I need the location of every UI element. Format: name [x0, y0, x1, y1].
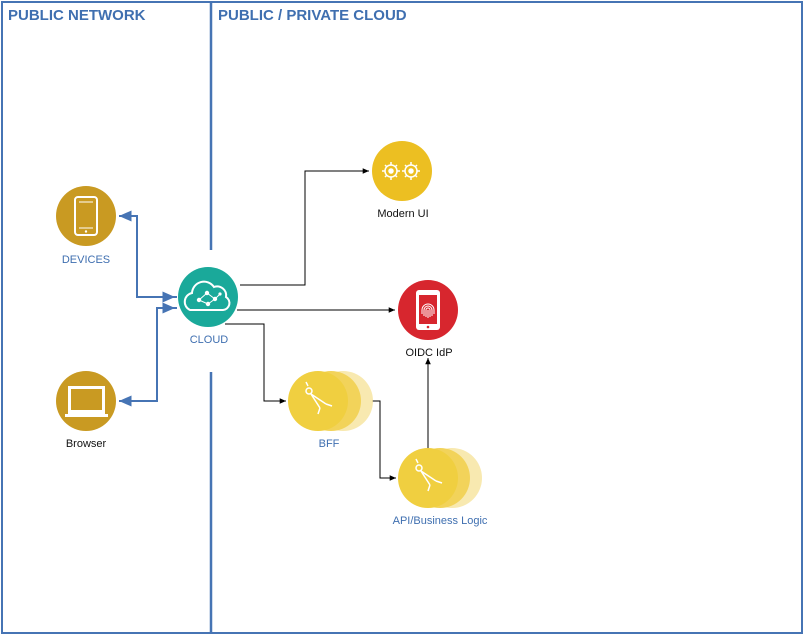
cloud-label: CLOUD — [189, 334, 229, 346]
zone-title-cloud: PUBLIC / PRIVATE CLOUD — [218, 7, 407, 24]
oidc-idp-node[interactable] — [398, 280, 458, 340]
cloud-node[interactable] — [178, 267, 238, 327]
modern-ui-label: Modern UI — [377, 208, 429, 220]
zone-title-public-network: PUBLIC NETWORK — [8, 7, 146, 24]
modern-ui-node[interactable] — [372, 141, 432, 201]
devices-label: DEVICES — [61, 254, 111, 266]
bff-label: BFF — [318, 438, 340, 450]
cloud-network-icon — [183, 280, 231, 311]
fingerprint-phone-icon — [416, 290, 440, 330]
connector-bff-api — [372, 400, 396, 481]
oidc-idp-label: OIDC IdP — [405, 347, 453, 359]
gears-icon — [382, 162, 420, 180]
compass-icon — [305, 381, 333, 415]
devices-node[interactable] — [56, 186, 116, 246]
smartphone-icon — [74, 196, 98, 236]
bff-node[interactable] — [288, 371, 373, 431]
connector-devices-cloud — [119, 210, 177, 303]
browser-node[interactable] — [56, 371, 116, 431]
compass-icon — [415, 458, 443, 492]
connector-browser-cloud — [119, 302, 177, 407]
connector-cloud-modern-ui — [240, 168, 369, 286]
browser-label: Browser — [65, 438, 107, 450]
api-node[interactable] — [398, 448, 482, 508]
api-label: API/Business Logic — [392, 515, 488, 527]
monitor-icon — [65, 386, 108, 417]
connector-cloud-bff — [225, 323, 286, 404]
